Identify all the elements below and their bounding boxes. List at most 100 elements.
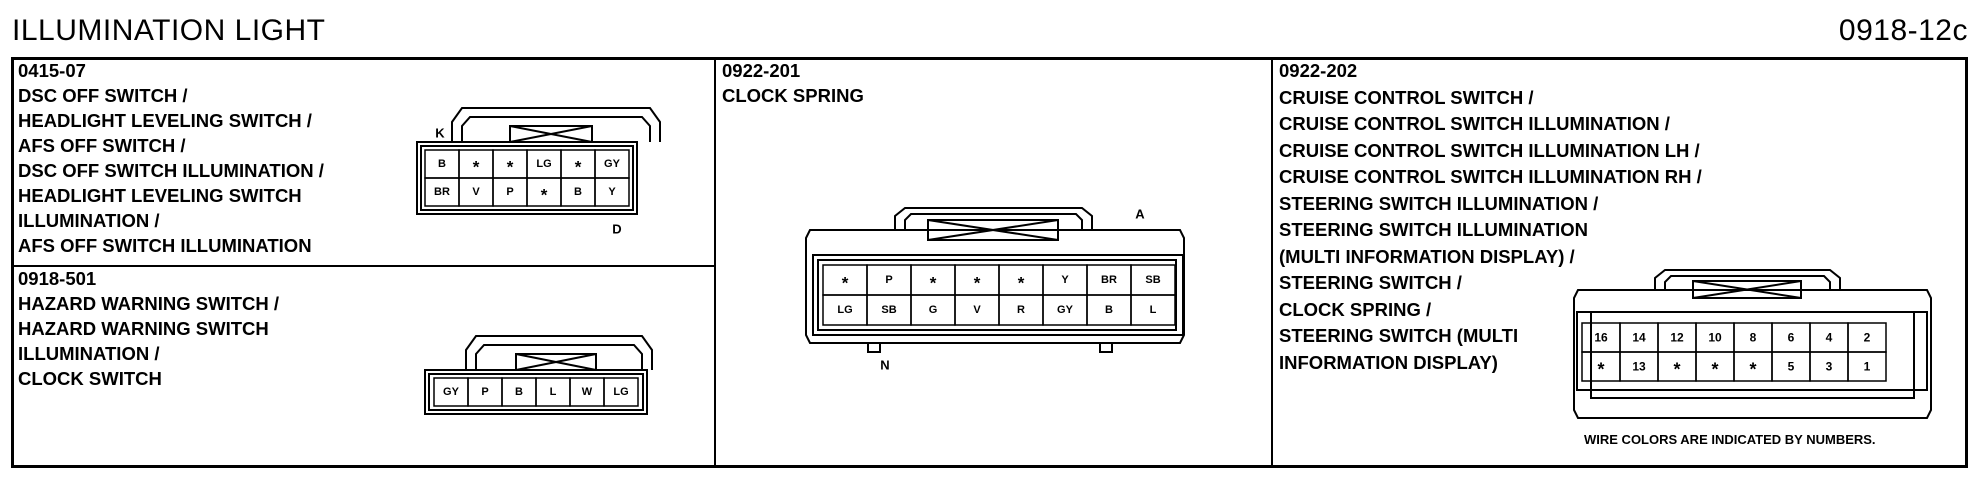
- wire-color-note: WIRE COLORS ARE INDICATED BY NUMBERS.: [1584, 432, 1876, 447]
- pin-cell: [1130, 294, 1176, 326]
- latch-cross: [927, 219, 1059, 241]
- connector-latch-box: [509, 125, 593, 143]
- pin-label: P: [481, 386, 488, 398]
- pin-label: R: [1017, 304, 1025, 316]
- description-line: STEERING SWITCH (MULTI: [1279, 325, 1519, 346]
- connector-inner: [428, 373, 644, 411]
- description-line: STEERING SWITCH ILLUMINATION /: [1279, 192, 1599, 214]
- pin-label: G: [929, 304, 938, 316]
- description-line: STEERING SWITCH /: [1279, 272, 1462, 293]
- pin-label: Y: [1061, 274, 1069, 286]
- pin-label: *: [473, 158, 480, 177]
- connector-hood: [904, 213, 1083, 230]
- description-line: CRUISE CONTROL SWITCH ILLUMINATION RH /: [1279, 166, 1702, 187]
- pin-ref-label: N: [880, 358, 889, 373]
- page-code: 0918-12c: [1838, 14, 1968, 47]
- connector-inner: [420, 145, 634, 211]
- pin-label: *: [1673, 360, 1680, 380]
- pin-label: 13: [1632, 360, 1646, 374]
- pin-label: *: [507, 158, 514, 177]
- pin-label: 2: [1864, 331, 1871, 345]
- description-line: CRUISE CONTROL SWITCH ILLUMINATION LH /: [1279, 139, 1700, 161]
- pin-label: *: [1597, 360, 1604, 380]
- description-line: HEADLIGHT LEVELING SWITCH: [18, 185, 302, 206]
- connector-hood: [1654, 269, 1841, 290]
- pin-label: 3: [1826, 360, 1833, 374]
- pin-label: 8: [1750, 331, 1757, 345]
- description-line: AFS OFF SWITCH ILLUMINATION: [18, 235, 312, 256]
- pin-label: V: [472, 186, 480, 198]
- pin-label: 10: [1708, 331, 1722, 345]
- pin-label: 1: [1864, 360, 1871, 374]
- description-line: ILLUMINATION /: [18, 343, 160, 364]
- pin-label: 5: [1788, 360, 1795, 374]
- pin-label: *: [1018, 274, 1025, 293]
- pin-label: *: [541, 186, 548, 205]
- description-line: CRUISE CONTROL SWITCH ILLUMINATION /: [1279, 113, 1670, 134]
- pin-label: *: [842, 274, 849, 293]
- connector-skirt: [1590, 312, 1915, 399]
- connector-hood: [475, 344, 643, 370]
- pin-label: 16: [1594, 331, 1608, 345]
- pin-label: GY: [604, 158, 621, 170]
- divider: [1271, 60, 1273, 465]
- pin-label: BR: [434, 186, 450, 198]
- connector-hood: [451, 107, 661, 142]
- pin-label: LG: [837, 304, 852, 316]
- pin-label: GY: [1057, 304, 1074, 316]
- pin-ref-label: K: [435, 126, 445, 141]
- pin-cell: [1847, 351, 1887, 382]
- description-line: DSC OFF SWITCH /: [18, 85, 188, 106]
- pin-label: GY: [443, 386, 460, 398]
- connector-inner: [817, 259, 1177, 331]
- description-line: STEERING SWITCH ILLUMINATION: [1279, 219, 1588, 240]
- description-line: AFS OFF SWITCH /: [18, 135, 186, 156]
- description-line: CRUISE CONTROL SWITCH /: [1279, 86, 1534, 108]
- divider: [14, 265, 715, 267]
- pin-label: SB: [1145, 274, 1160, 286]
- pin-label: P: [506, 186, 513, 198]
- pin-label: 14: [1632, 331, 1646, 345]
- pin-label: *: [930, 274, 937, 293]
- pin-label: B: [438, 158, 446, 170]
- connector-latch-box: [515, 353, 597, 371]
- pin-label: LG: [536, 158, 551, 170]
- connector-latch-box: [1692, 280, 1802, 299]
- pin-ref-label: D: [612, 222, 621, 237]
- latch-cross: [509, 125, 593, 143]
- connector-0922-202-text: 0922-202 CRUISE CONTROL SWITCH / CRUISE …: [1279, 58, 1702, 376]
- pin-label: 4: [1826, 331, 1833, 345]
- pin-label: *: [974, 274, 981, 293]
- description-line: INFORMATION DISPLAY): [1279, 351, 1498, 373]
- diagram-frame: 0415-07 DSC OFF SWITCH / HEADLIGHT LEVEL…: [11, 57, 1968, 468]
- pin-label: B: [1105, 304, 1113, 316]
- connector-code: 0918-501: [18, 268, 97, 289]
- pin-ref-label: A: [1135, 207, 1145, 222]
- pin-label: *: [1749, 360, 1756, 380]
- description-line: ILLUMINATION /: [18, 210, 160, 231]
- connector-0922-201-text: 0922-201 CLOCK SPRING: [722, 58, 864, 108]
- pin-label: L: [1150, 304, 1157, 316]
- connector-hood: [1664, 275, 1831, 290]
- connector-body: [805, 229, 1185, 344]
- connector-outline: [812, 254, 1184, 336]
- pin-label: 12: [1670, 331, 1684, 345]
- description-line: HAZARD WARNING SWITCH: [18, 318, 269, 339]
- connector-code: 0922-202: [1279, 60, 1358, 81]
- pin-label: 6: [1788, 331, 1795, 345]
- description-line: CLOCK SPRING: [722, 85, 864, 106]
- divider: [714, 60, 716, 465]
- connector-outline: [1576, 311, 1928, 391]
- description-line: CLOCK SWITCH: [18, 368, 162, 389]
- pin-label: *: [1711, 360, 1718, 380]
- description-line: HAZARD WARNING SWITCH /: [18, 293, 280, 314]
- connector-code: 0922-201: [722, 60, 801, 81]
- pin-label: B: [515, 386, 523, 398]
- description-line: HEADLIGHT LEVELING SWITCH /: [18, 110, 312, 131]
- latch-cross: [515, 353, 597, 371]
- pin-cell: [603, 377, 639, 407]
- pin-label: L: [550, 386, 557, 398]
- connector-code: 0415-07: [18, 60, 86, 81]
- pin-label: SB: [881, 304, 896, 316]
